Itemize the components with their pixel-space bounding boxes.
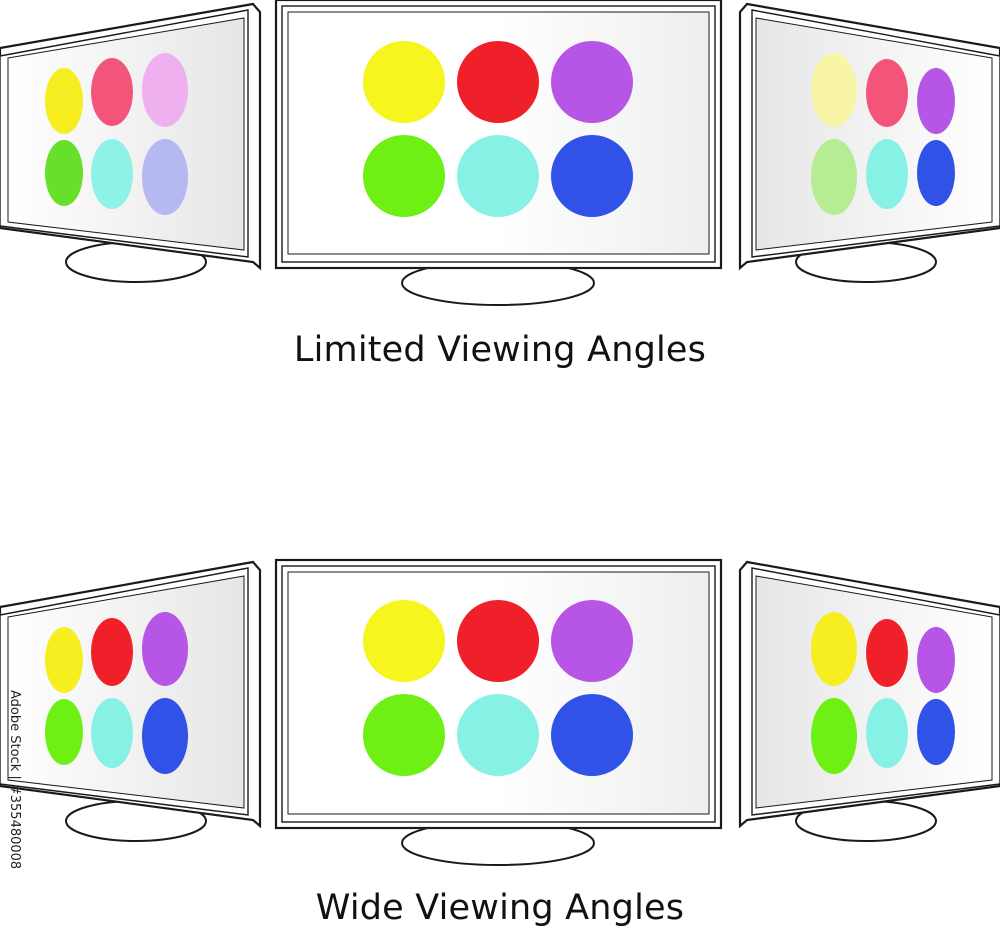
color-dot-cyan [91,139,133,209]
monitor-screen [7,17,245,251]
color-dot-green [45,699,83,765]
color-dot-cyan [457,694,539,776]
color-dot-blue [142,139,188,215]
color-dot-green [811,698,857,774]
color-dot-red [91,58,133,126]
color-dot-red [866,59,908,127]
color-dot-green [811,139,857,215]
color-dot-yellow [45,627,83,693]
color-dot-purple [142,53,188,127]
color-dot-green [363,694,445,776]
color-dot-purple [551,600,633,682]
color-dot-cyan [91,698,133,768]
color-dot-cyan [866,698,908,768]
color-dot-red [457,41,539,123]
color-dot-blue [917,699,955,765]
wide-row [0,558,1000,866]
color-dot-blue [551,694,633,776]
color-dot-purple [551,41,633,123]
caption-limited-viewing-angles: Limited Viewing Angles [293,330,707,370]
color-dot-red [91,618,133,686]
color-dot-yellow [811,53,857,127]
color-dot-yellow [363,600,445,682]
stock-id-label: Adobe Stock | #355480008 [7,690,22,870]
monitor-wide-left [0,560,262,842]
color-dot-red [457,600,539,682]
color-dot-green [45,140,83,206]
monitor-limited-left [0,2,262,283]
monitor-limited-center [274,0,723,306]
color-dot-green [363,135,445,217]
color-dot-red [866,619,908,687]
color-dot-yellow [45,68,83,134]
color-dot-purple [917,627,955,693]
color-dot-blue [551,135,633,217]
monitor-screen [7,575,245,809]
color-dot-cyan [866,139,908,209]
color-dot-blue [917,140,955,206]
limited-row [0,0,1000,306]
color-dot-purple [917,68,955,134]
monitor-wide-center [274,558,723,866]
color-dot-yellow [811,612,857,686]
color-dot-cyan [457,135,539,217]
monitor-wide-right [738,560,1000,842]
color-dot-yellow [363,41,445,123]
monitor-screen [755,17,993,251]
monitor-screen [755,575,993,809]
monitor-limited-right [738,2,1000,283]
color-dot-purple [142,612,188,686]
caption-wide-viewing-angles: Wide Viewing Angles [315,888,685,928]
color-dot-blue [142,698,188,774]
